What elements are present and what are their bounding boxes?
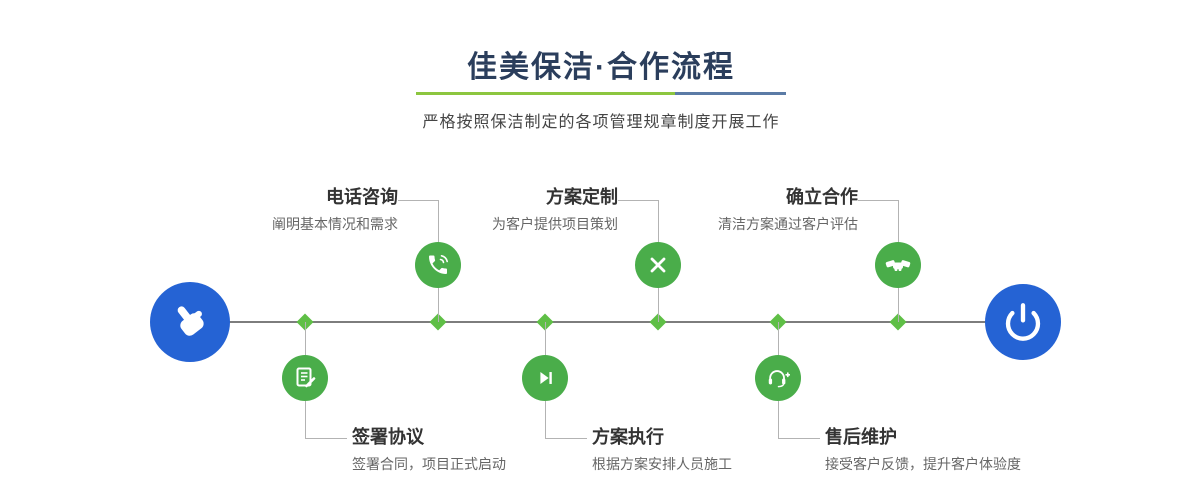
connector-line	[778, 401, 779, 438]
title-underline	[416, 92, 786, 95]
step-description: 接受客户反馈，提升客户体验度	[825, 456, 1021, 472]
connector-line	[778, 438, 820, 439]
connector-line	[438, 200, 439, 243]
connector-line	[618, 200, 658, 201]
underline-blue-segment	[675, 92, 786, 95]
connector-line	[545, 322, 546, 355]
pencil-ruler-icon	[650, 257, 666, 273]
step-sign-agreement: 签署协议 签署合同，项目正式启动	[352, 426, 632, 473]
step-description: 清洁方案通过客户评估	[718, 216, 858, 232]
step-description: 为客户提供项目策划	[492, 216, 618, 232]
step-title: 方案执行	[592, 427, 664, 447]
connector-line	[398, 200, 438, 201]
step-description: 阐明基本情况和需求	[272, 216, 398, 232]
step-title: 签署协议	[352, 427, 424, 447]
step-title: 确立合作	[786, 187, 858, 207]
step-circle-cooperation	[875, 242, 921, 288]
step-circle-contract	[282, 355, 328, 401]
connector-line	[305, 438, 347, 439]
connector-line	[778, 322, 779, 355]
timeline-line	[185, 321, 1025, 323]
step-description: 根据方案安排人员施工	[592, 456, 732, 472]
step-title: 电话咨询	[326, 187, 398, 207]
connector-line	[658, 200, 659, 243]
phone-icon	[429, 255, 448, 274]
play-icon	[540, 372, 552, 384]
contract-icon	[296, 367, 316, 388]
step-plan-customize: 方案定制 为客户提供项目策划	[378, 186, 618, 233]
handshake-icon	[885, 260, 911, 271]
step-title: 方案定制	[546, 187, 618, 207]
step-phone-consult: 电话咨询 阐明基本情况和需求	[158, 186, 398, 233]
page-title: 佳美保洁·合作流程	[467, 51, 735, 84]
connector-line	[305, 401, 306, 438]
connector-line	[898, 200, 899, 243]
connector-line	[658, 288, 659, 322]
step-plan-execution: 方案执行 根据方案安排人员施工	[592, 426, 872, 473]
power-icon	[1005, 303, 1041, 341]
connector-line	[305, 322, 306, 355]
step-circle-plan	[635, 242, 681, 288]
page-subtitle: 严格按照保洁制定的各项管理规章制度开展工作	[422, 114, 780, 131]
step-establish-cooperation: 确立合作 清洁方案通过客户评估	[618, 186, 858, 233]
step-description: 签署合同，项目正式启动	[352, 456, 506, 472]
headset-icon	[768, 370, 790, 388]
step-circle-execution	[522, 355, 568, 401]
connector-line	[898, 288, 899, 322]
underline-green-segment	[416, 92, 675, 95]
timeline-start-node	[150, 282, 230, 362]
connector-line	[545, 438, 587, 439]
pointing-hand-icon	[177, 306, 204, 336]
step-aftersales-maintenance: 售后维护 接受客户反馈，提升客户体验度	[825, 426, 1105, 473]
connector-line	[438, 288, 439, 322]
step-circle-aftersales	[755, 355, 801, 401]
step-circle-phone	[415, 242, 461, 288]
step-title: 售后维护	[825, 427, 897, 447]
connector-line	[545, 401, 546, 438]
timeline-end-node	[985, 284, 1061, 360]
connector-line	[858, 200, 898, 201]
